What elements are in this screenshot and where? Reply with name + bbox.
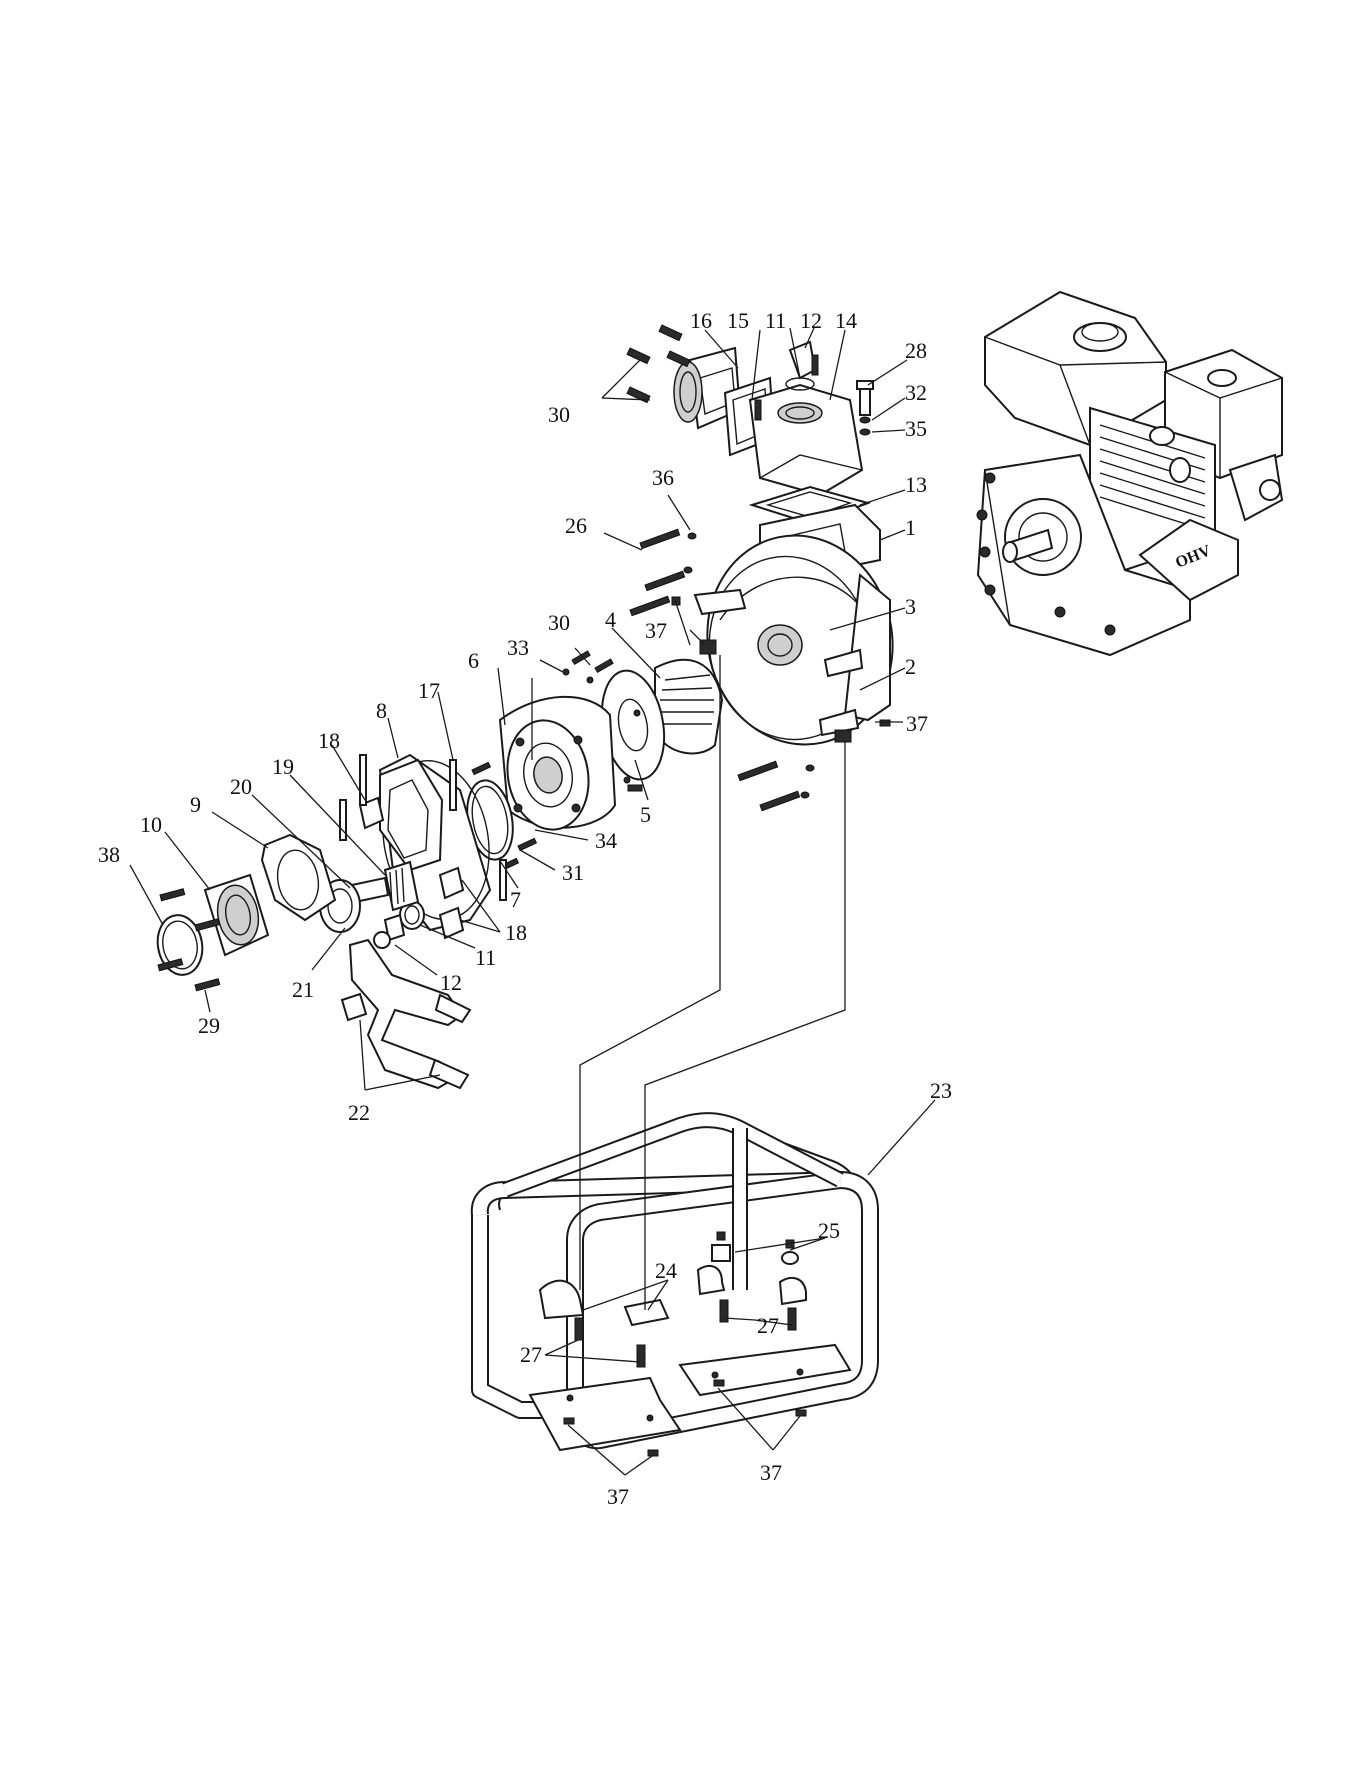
label-37-lower-left: 37 — [607, 1484, 629, 1509]
label-37-upper-left: 37 — [645, 618, 667, 643]
label-6: 6 — [468, 648, 479, 673]
label-21: 21 — [292, 977, 314, 1002]
label-27-right: 27 — [757, 1313, 779, 1338]
label-12-top: 12 — [800, 308, 822, 333]
label-37-upper-right: 37 — [906, 711, 928, 736]
label-38: 38 — [98, 842, 120, 867]
label-32: 32 — [905, 380, 927, 405]
label-25: 25 — [818, 1218, 840, 1243]
label-11-top: 11 — [765, 308, 786, 333]
pump-casing — [688, 505, 912, 762]
mount-bracket — [342, 940, 470, 1088]
label-16: 16 — [690, 308, 712, 333]
label-20: 20 — [230, 774, 252, 799]
label-36: 36 — [652, 465, 674, 490]
outlet-assembly — [627, 325, 868, 524]
label-9: 9 — [190, 792, 201, 817]
label-28: 28 — [905, 338, 927, 363]
label-12-lower: 12 — [440, 970, 462, 995]
label-4: 4 — [605, 607, 616, 632]
label-29: 29 — [198, 1013, 220, 1038]
label-18-top: 18 — [318, 728, 340, 753]
label-37-lower-right: 37 — [760, 1460, 782, 1485]
label-1: 1 — [905, 515, 916, 540]
label-30-mid: 30 — [548, 610, 570, 635]
engine-illustration: OHV — [977, 292, 1282, 655]
label-24: 24 — [655, 1258, 677, 1283]
label-30-top: 30 — [548, 402, 570, 427]
label-14: 14 — [835, 308, 857, 333]
label-35: 35 — [905, 416, 927, 441]
label-31: 31 — [562, 860, 584, 885]
label-15: 15 — [727, 308, 749, 333]
label-11-lower: 11 — [475, 945, 496, 970]
label-22: 22 — [348, 1100, 370, 1125]
label-8: 8 — [376, 698, 387, 723]
label-18-lower: 18 — [505, 920, 527, 945]
frame — [480, 1115, 870, 1456]
label-7: 7 — [510, 887, 521, 912]
label-17: 17 — [418, 678, 440, 703]
gasket-9 — [262, 835, 335, 920]
label-26: 26 — [565, 513, 587, 538]
inlet-flange — [205, 875, 268, 955]
label-33: 33 — [507, 635, 529, 660]
label-27-left: 27 — [520, 1342, 542, 1367]
bolt-28-assembly — [857, 381, 873, 435]
label-13: 13 — [905, 472, 927, 497]
label-10: 10 — [140, 812, 162, 837]
label-3: 3 — [905, 594, 916, 619]
label-23: 23 — [930, 1078, 952, 1103]
label-19: 19 — [272, 754, 294, 779]
label-34: 34 — [595, 828, 617, 853]
label-2: 2 — [905, 654, 916, 679]
label-5: 5 — [640, 802, 651, 827]
